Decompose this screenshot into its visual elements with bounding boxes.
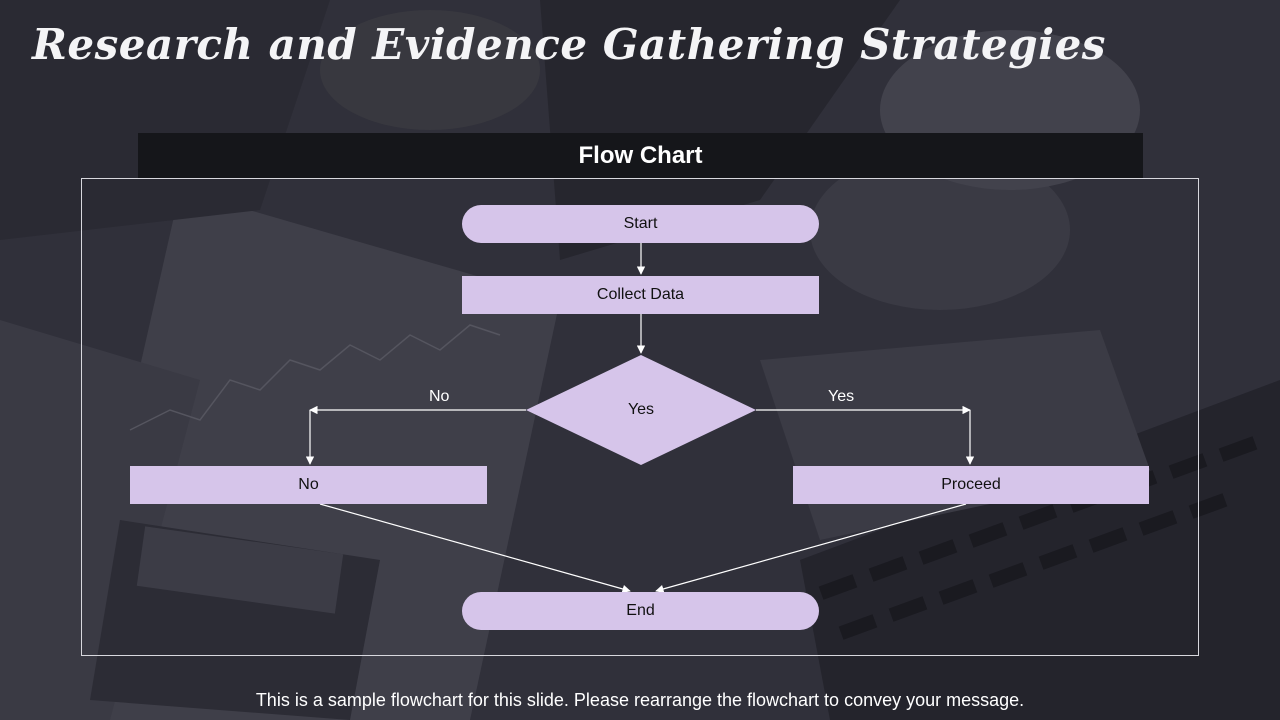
flowchart-end-node: End	[462, 592, 819, 630]
flowchart-header-label: Flow Chart	[578, 141, 703, 169]
flowchart-right-node: Proceed	[793, 466, 1149, 504]
collect-node-label: Collect Data	[596, 286, 685, 303]
flowchart-decision-node	[526, 355, 756, 465]
decision-node-label: Yes	[627, 401, 655, 418]
start-node-label: Start	[623, 215, 658, 232]
end-node-label: End	[626, 602, 655, 619]
flowchart-start-node: Start	[462, 205, 819, 243]
right-node-label: Proceed	[941, 476, 1001, 493]
flowchart-collect-node: Collect Data	[462, 276, 819, 314]
slide-title: Research and Evidence Gathering Strategi…	[32, 20, 1106, 69]
flowchart-left-node: No	[130, 466, 487, 504]
flowchart-header-bar: Flow Chart	[138, 133, 1143, 178]
branch-right-label: Yes	[828, 388, 855, 405]
flowchart-frame	[81, 178, 1199, 656]
branch-left-label: No	[429, 388, 450, 405]
slide-footer-note: This is a sample flowchart for this slid…	[255, 690, 1025, 710]
left-node-label: No	[298, 476, 319, 493]
